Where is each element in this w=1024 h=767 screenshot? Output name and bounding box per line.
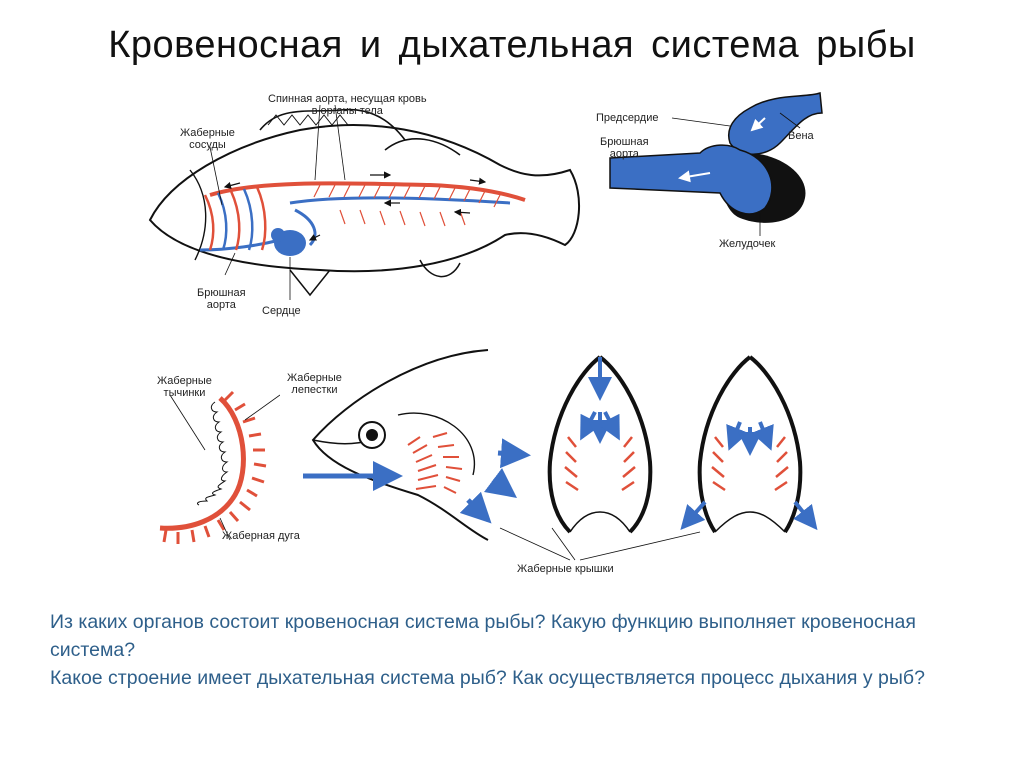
label-ventral-aorta: Брюшная аорта <box>197 287 246 311</box>
label-gill-arch: Жаберная дуга <box>222 530 300 542</box>
questions-text: Из каких органов состоит кровеносная сис… <box>50 608 990 692</box>
atrium-shape <box>729 93 822 154</box>
gill-filaments-right <box>622 437 635 490</box>
gill-arches <box>205 187 265 250</box>
label-vein: Вена <box>788 130 814 142</box>
label-gill-rakers: Жаберные тычинки <box>157 375 212 399</box>
question-circulatory: Из каких органов состоит кровеносная сис… <box>50 608 990 664</box>
gill-filaments <box>164 392 266 544</box>
slide-title: Кровеносная и дыхательная система рыбы <box>0 24 1024 67</box>
label-dorsal-aorta: Спинная аорта, несущая кровь в органы те… <box>268 93 427 117</box>
label-ventricle: Желудочек <box>719 238 775 250</box>
gill-filaments-left <box>565 437 578 490</box>
fish-circulation-diagram <box>140 85 585 315</box>
label-atrium: Предсердие <box>596 112 658 124</box>
fish-head-outline <box>313 350 488 540</box>
question-respiratory: Какое строение имеет дыхательная система… <box>50 664 990 692</box>
pelvic-fin <box>290 270 330 295</box>
label-gill-vessels: Жаберные сосуды <box>180 127 235 151</box>
label-heart: Сердце <box>262 305 301 317</box>
gill-rakers <box>197 402 227 505</box>
cardinal-vein-vessel <box>290 198 510 203</box>
fish-head-water-flow <box>298 345 538 545</box>
label-heart-ventral-aorta: Брюшная аорта <box>600 136 649 160</box>
head-section-inhale <box>540 352 660 542</box>
capillaries <box>314 185 500 226</box>
label-gill-covers: Жаберные крышки <box>517 563 614 575</box>
gill-arch-diagram <box>150 390 280 550</box>
head-section-exhale <box>675 352 825 542</box>
gill-filaments-head <box>408 433 462 493</box>
gill-arch-shape <box>160 398 243 528</box>
